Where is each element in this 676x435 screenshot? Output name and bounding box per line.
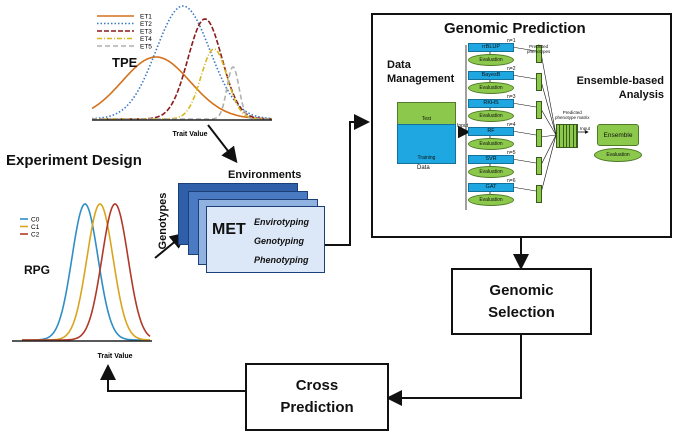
gs-to-cp-arrow [386, 333, 522, 406]
predicted-phenotype-bar [536, 157, 542, 175]
matrix-column [563, 125, 567, 147]
predicted-phenotypes-label: Predicted phenotypes [527, 44, 551, 54]
model-box: RF [468, 127, 514, 136]
model-evaluation: Evaluation [468, 54, 514, 66]
genomic-selection-label: Genomic Selection [488, 281, 555, 321]
data-test-label: Test [421, 116, 432, 122]
tpe-curve-et4 [92, 48, 272, 120]
model-n-label: n=5 [507, 150, 516, 156]
ensemble-evaluation: Evaluation [594, 148, 642, 162]
rpg-curve-c0 [22, 203, 150, 341]
tpe-legend-label: ET3 [140, 29, 152, 36]
predicted-phenotype-bar [536, 45, 542, 63]
predicted-phenotype-bar [536, 101, 542, 119]
met-item-envirotyping: Envirotyping [254, 217, 310, 227]
model-evaluation: Evaluation [468, 82, 514, 94]
tpe-curve-et1 [91, 56, 272, 120]
tpe-legend-label: ET4 [140, 36, 152, 43]
genomic-selection-box: Genomic Selection [451, 268, 592, 335]
tpe-curve-et5 [92, 66, 272, 120]
cross-prediction-label: Cross Prediction [280, 377, 354, 416]
predicted-matrix-label: Predicted phenotype matrix [555, 110, 590, 120]
experiment-design-title: Experiment Design [6, 152, 142, 169]
predicted-phenotype-bar [536, 73, 542, 91]
matrix-column [570, 125, 574, 147]
data-test-block: Test [397, 102, 456, 126]
model-evaluation: Evaluation [468, 194, 514, 206]
model-evaluation: Evaluation [468, 110, 514, 122]
data-training-label: Training [417, 155, 436, 161]
met-item-genotyping: Genotyping [254, 236, 304, 246]
data-management-label: Data Management [387, 59, 455, 85]
model-box: rrBLUP [468, 43, 514, 52]
model-n-label: n=6 [507, 178, 516, 184]
matrix-column [560, 125, 564, 147]
data-training-block: Training [397, 124, 456, 164]
genomic-prediction-title: Genomic Prediction [444, 20, 586, 37]
tpe-legend-label: ET1 [140, 14, 152, 21]
ensemble-evaluation-label: Evaluation [606, 152, 630, 158]
rpg-curves [22, 203, 151, 341]
tpe-xlabel: Trait Value [172, 131, 207, 138]
rpg-legend-label: C1 [31, 224, 40, 231]
ensemble-box: Ensemble [597, 124, 639, 146]
model-n-label: n=2 [507, 66, 516, 72]
tpe-title: TPE [112, 55, 138, 70]
cross-prediction-box: Cross Prediction [245, 363, 389, 431]
ensemble-label: Ensemble [603, 131, 633, 139]
matrix-column [573, 125, 577, 147]
predicted-phenotype-matrix [556, 124, 578, 148]
rpg-legend-label: C0 [31, 217, 40, 224]
model-n-label: n=3 [507, 94, 516, 100]
rpg-legend-label: C2 [31, 232, 40, 239]
model-n-label: n=4 [507, 122, 516, 128]
tpe-legend-label: ET5 [140, 44, 152, 51]
matrix-column [557, 125, 561, 147]
matrix-column [566, 125, 571, 147]
met-to-gp-arrow [323, 114, 370, 246]
rpg-curve-c2 [22, 203, 151, 341]
model-box: BayesB [468, 71, 514, 80]
cp-to-rpg-arrow [100, 364, 245, 392]
ensemble-analysis-label: Ensemble-based Analysis [576, 75, 664, 101]
tpe-legend-label: ET2 [140, 21, 152, 28]
met-item-phenotyping: Phenotyping [254, 255, 309, 265]
tpe-curves [91, 5, 273, 120]
model-evaluation: Evaluation [468, 138, 514, 150]
model-evaluation: Evaluation [468, 166, 514, 178]
predicted-phenotype-bar [536, 185, 542, 203]
tpe-to-met-arrow [207, 124, 238, 164]
data-caption: Data [417, 165, 430, 171]
met-box: MET Envirotyping Genotyping Phenotyping [206, 206, 325, 273]
tpe-curve-et2 [92, 5, 273, 120]
rpg-title: RPG [24, 263, 51, 277]
met-title: MET [212, 221, 246, 238]
predicted-phenotype-bar [536, 129, 542, 147]
model-box: SVR [468, 155, 514, 164]
model-box: GAT [468, 183, 514, 192]
environments-label: Environments [228, 169, 302, 181]
ensemble-input-label: Input [580, 126, 591, 131]
model-box: RKHS [468, 99, 514, 108]
fan-lines [489, 46, 557, 194]
model-n-label: n=1 [507, 38, 516, 44]
rpg-xlabel: Trait Value [97, 353, 132, 360]
